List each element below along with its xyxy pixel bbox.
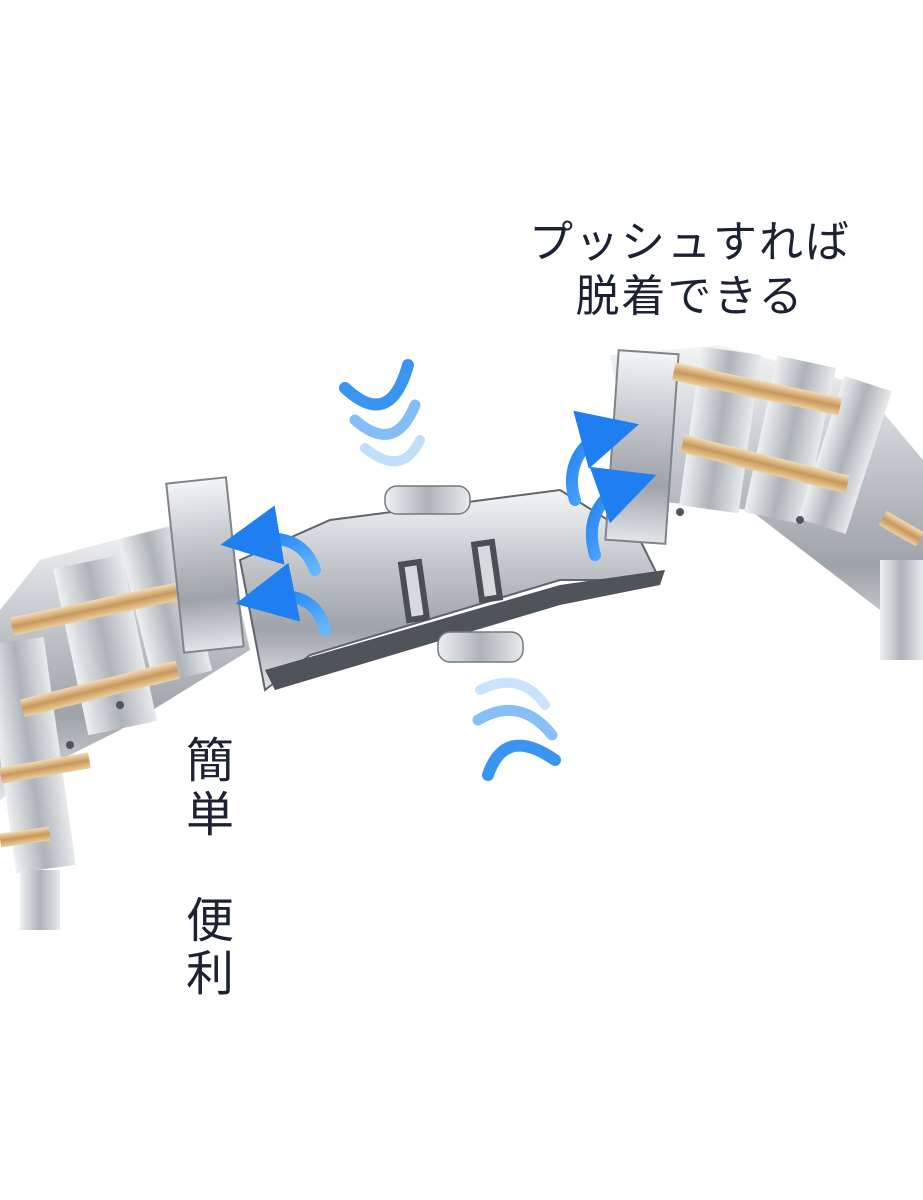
press-wave-icon <box>472 677 561 781</box>
butterfly-clasp <box>238 485 665 692</box>
press-wave-icon <box>339 359 425 467</box>
caption-line: 脱着できる <box>575 270 805 322</box>
release-arrows <box>220 410 657 636</box>
caption-char: 便 <box>185 892 234 949</box>
curved-arrow-icon <box>235 562 331 636</box>
caption-char: 簡 <box>185 733 234 789</box>
left-bracelet <box>0 476 250 930</box>
caption-char: 単 <box>185 786 234 843</box>
curved-arrow-icon <box>220 505 321 576</box>
caption-char: 利 <box>185 946 234 1003</box>
push-release-caption: プッシュすれば 脱着できる <box>520 216 860 323</box>
curved-arrow-icon <box>585 466 657 561</box>
right-bracelet <box>604 345 923 660</box>
easy-convenient-caption: 簡 単 便 利 <box>180 733 240 1003</box>
caption-line: プッシュすれば <box>529 217 851 268</box>
curved-arrow-icon <box>565 410 639 506</box>
